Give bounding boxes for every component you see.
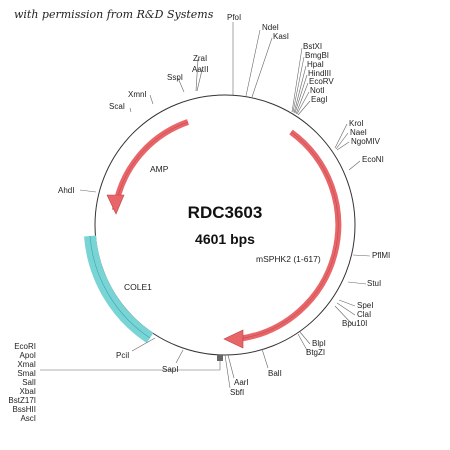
site-label: XmaI xyxy=(17,360,36,369)
site-leader-lines xyxy=(40,22,371,389)
mcs-marker xyxy=(217,355,223,361)
site-label: Bpu10I xyxy=(342,319,367,328)
plasmid-name: RDC3603 xyxy=(188,203,263,222)
permission-credit: with permission from R&D Systems xyxy=(14,8,214,21)
site-label: BlpI xyxy=(312,339,326,348)
feature-label-msphk2: mSPHK2 (1-617) xyxy=(256,254,321,264)
site-label: HindIII xyxy=(308,69,331,78)
site-label: BmgBI xyxy=(305,51,329,60)
site-label: ClaI xyxy=(357,310,371,319)
site-label: BalI xyxy=(268,369,282,378)
site-label: PflMI xyxy=(372,251,390,260)
amp-arrowhead xyxy=(106,194,125,215)
site-label: KroI xyxy=(349,119,364,128)
site-label: SpeI xyxy=(357,301,373,310)
site-label: SapI xyxy=(162,365,178,374)
cole1-box-outline xyxy=(89,235,151,339)
site-label: HpaI xyxy=(307,60,324,69)
mcs-left-labels: EcoRI ApoI XmaI SmaI SalI XbaI BstZ17I B… xyxy=(8,342,36,423)
site-label: EcoRV xyxy=(309,77,334,86)
site-label: BstZ17I xyxy=(8,396,36,405)
site-label: EcoNI xyxy=(362,155,384,164)
msphk2-arrowhead xyxy=(223,329,244,349)
site-label: BtgZI xyxy=(306,348,325,357)
site-label: NdeI xyxy=(262,23,279,32)
site-label: ScaI xyxy=(109,102,125,111)
site-label: SmaI xyxy=(17,369,36,378)
site-label: XmnI xyxy=(128,90,147,99)
site-label: NotI xyxy=(310,86,325,95)
feature-label-cole1: COLE1 xyxy=(124,282,152,292)
site-label: SbfI xyxy=(230,388,244,397)
site-label: SalI xyxy=(22,378,36,387)
site-label: AatII xyxy=(192,65,208,74)
site-label: PfoI xyxy=(227,13,241,22)
site-label: EagI xyxy=(311,95,327,104)
plasmid-backbone xyxy=(94,94,356,356)
site-label: AarI xyxy=(234,378,249,387)
site-label: ApoI xyxy=(20,351,36,360)
site-label: StuI xyxy=(367,279,381,288)
site-label: KasI xyxy=(273,32,289,41)
site-label: NaeI xyxy=(350,128,367,137)
site-label: NgoMIV xyxy=(351,137,381,146)
site-label: EcoRI xyxy=(14,342,36,351)
site-label: BssHII xyxy=(12,405,36,414)
msphk2-arrow-outline xyxy=(237,131,339,340)
site-label: BstXI xyxy=(303,42,322,51)
site-label: AhdI xyxy=(58,186,74,195)
plasmid-size: 4601 bps xyxy=(195,231,255,247)
site-label: AscI xyxy=(20,414,36,423)
site-label: PciI xyxy=(116,351,129,360)
site-label: SspI xyxy=(167,73,183,82)
feature-label-amp: AMP xyxy=(150,164,169,174)
site-label: ZraI xyxy=(193,54,207,63)
site-label: XbaI xyxy=(20,387,36,396)
